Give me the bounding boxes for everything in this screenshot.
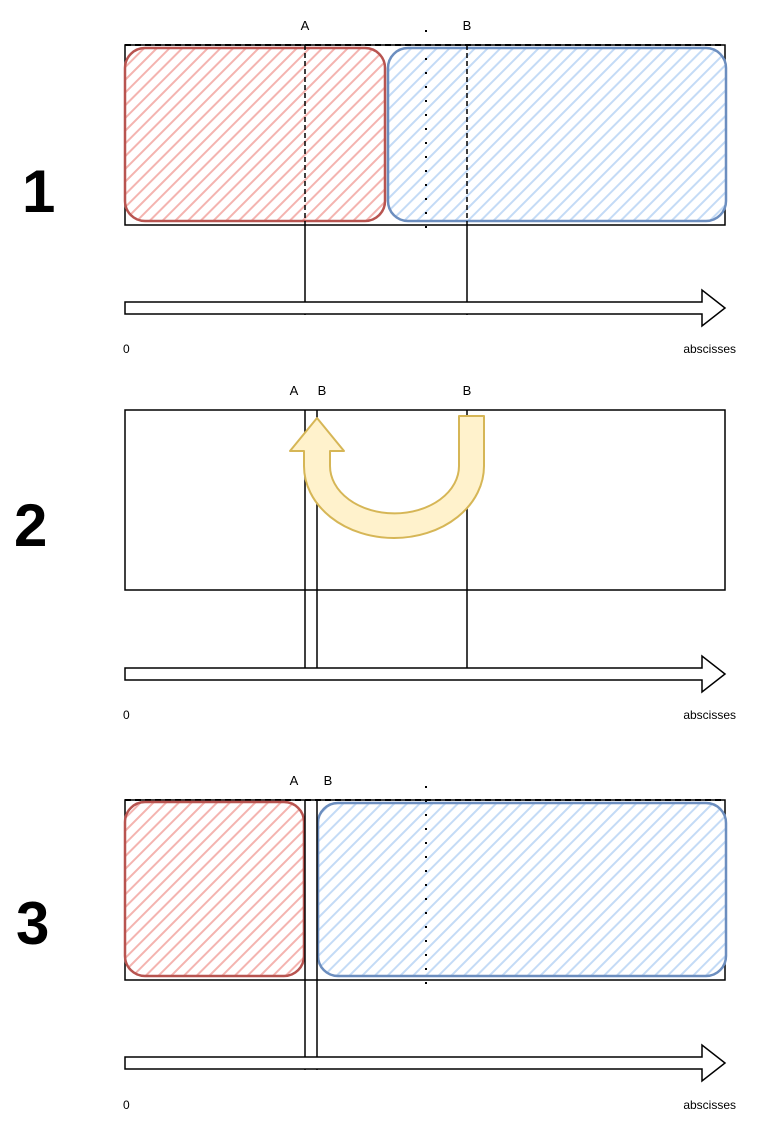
abscissa-arrow — [124, 1043, 727, 1083]
axis-label: abscisses — [683, 1098, 736, 1112]
axis-label: abscisses — [683, 342, 736, 356]
marker-b-new-label: B — [318, 383, 327, 398]
outer-frame — [124, 409, 726, 591]
panel-1: 1 A B 0 abscisses — [22, 18, 736, 356]
abscissa-arrow — [124, 654, 727, 694]
panel-number: 2 — [14, 492, 47, 559]
blue-region — [316, 801, 728, 978]
axis-label: abscisses — [683, 708, 736, 722]
marker-a-label: A — [301, 18, 310, 33]
axis-origin-label: 0 — [123, 342, 130, 356]
marker-b-label: B — [463, 18, 472, 33]
panel-2: 2 A B B 0 abscisses — [14, 383, 736, 722]
red-region — [123, 800, 306, 978]
panel-number: 3 — [16, 890, 49, 957]
marker-a-label: A — [290, 383, 299, 398]
panel-3: 3 A B 0 abscisses — [16, 773, 736, 1112]
marker-a-label: A — [290, 773, 299, 788]
axis-origin-label: 0 — [123, 708, 130, 722]
blue-region — [386, 46, 728, 223]
abscissa-arrow — [124, 288, 727, 328]
curved-move-arrow — [289, 415, 485, 539]
red-region — [123, 46, 387, 223]
axis-origin-label: 0 — [123, 1098, 130, 1112]
marker-b-label: B — [324, 773, 333, 788]
panel-number: 1 — [22, 158, 55, 225]
marker-b-old-label: B — [463, 383, 472, 398]
